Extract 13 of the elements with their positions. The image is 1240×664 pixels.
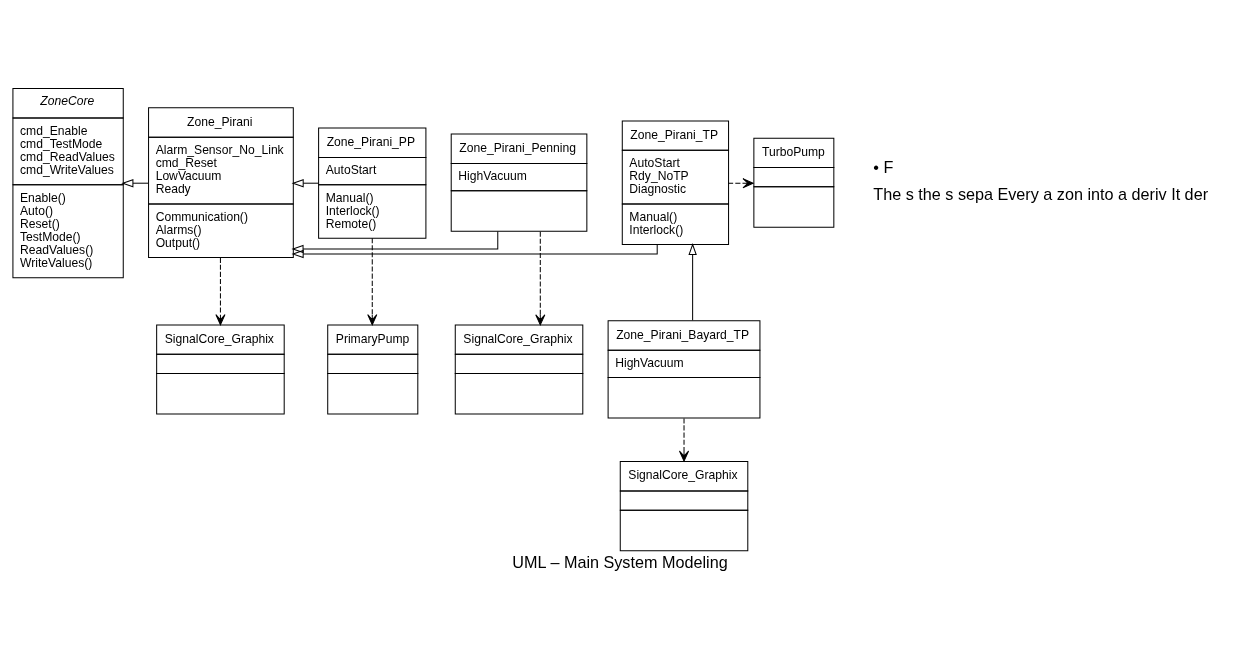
- label: • F: [873, 157, 894, 176]
- arrow: [291, 243, 658, 258]
- arrow: [291, 178, 319, 187]
- arrow: [727, 177, 754, 188]
- arrow: [678, 417, 690, 462]
- label: The s the s sepa Every a zon into a deriv It der: [873, 184, 1209, 203]
- arrow: [535, 230, 546, 325]
- arrow: [367, 237, 378, 325]
- arrow: [215, 256, 226, 325]
- arrow: [291, 230, 499, 253]
- caption: UML – Main System Modeling: [512, 552, 728, 571]
- arrow: [688, 242, 697, 321]
- arrow: [121, 178, 149, 187]
